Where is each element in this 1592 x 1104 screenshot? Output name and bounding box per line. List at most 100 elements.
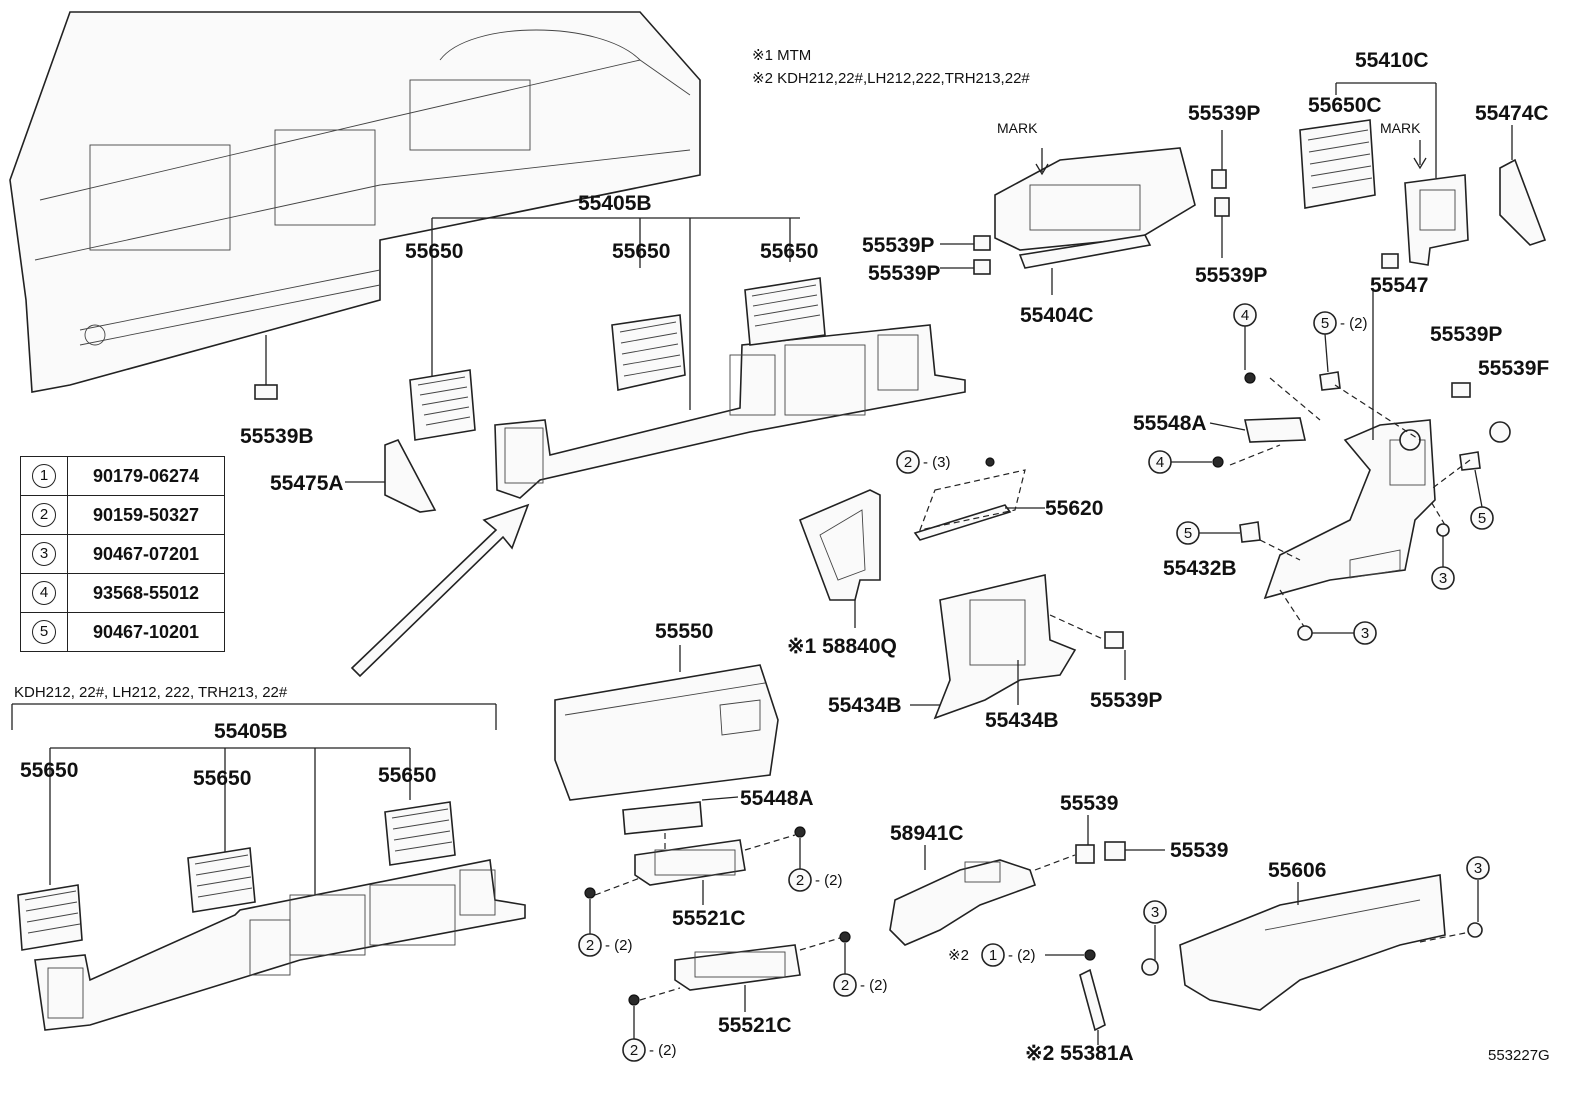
clip-5a bbox=[1319, 371, 1341, 391]
label-55650-b: 55650 bbox=[612, 240, 670, 263]
label-58941C: 58941C bbox=[890, 822, 964, 845]
diagram-id: 553227G bbox=[1488, 1047, 1550, 1064]
vent-55650-b-right bbox=[384, 801, 456, 866]
callout-qty-e: - (2) bbox=[1008, 947, 1036, 964]
switch-55539-1 bbox=[1075, 844, 1095, 864]
vent-55650-left bbox=[409, 369, 476, 441]
label-55539-2: 55539 bbox=[1170, 839, 1228, 862]
label-55539-1: 55539 bbox=[1060, 792, 1118, 815]
callout-circles: 2 - (3) 4 4 5 - (2) 5 5 3 3 3 3 2 - (2) bbox=[578, 303, 1494, 1062]
label-55550: 55550 bbox=[655, 620, 713, 643]
dashboard-frame-illustration bbox=[9, 11, 701, 400]
clip-3d bbox=[1467, 922, 1483, 938]
clip-3b bbox=[1297, 625, 1313, 641]
label-55434B-1: 55434B bbox=[828, 694, 902, 717]
center-cluster-55410C bbox=[1299, 82, 1469, 266]
callout-qty-a: - (2) bbox=[815, 872, 843, 889]
legend-symbol: 4 bbox=[32, 581, 56, 605]
part-55448A-illustration bbox=[622, 801, 703, 835]
clip-55539F bbox=[1489, 421, 1511, 443]
vent-55650-right bbox=[744, 277, 826, 346]
label-55539F: 55539F bbox=[1478, 357, 1549, 380]
label-55448A: 55448A bbox=[740, 787, 814, 810]
clip-55539P-2 bbox=[973, 259, 991, 275]
direction-arrow bbox=[350, 503, 530, 678]
label-55539B: 55539B bbox=[240, 425, 314, 448]
legend-symbol: 5 bbox=[32, 620, 56, 644]
clip-55539P-4 bbox=[1214, 197, 1230, 217]
callout-3b: 3 bbox=[1361, 625, 1369, 642]
callout-2c: 2 bbox=[841, 977, 849, 994]
screw-2c bbox=[839, 931, 851, 943]
label-55650-c: 55650 bbox=[760, 240, 818, 263]
label-55539P-4: 55539P bbox=[1195, 264, 1267, 287]
part-58840Q-illustration bbox=[798, 489, 881, 628]
note-models: ※2 KDH212,22#,LH212,222,TRH213,22# bbox=[752, 70, 1030, 87]
note-mtm: ※1 MTM bbox=[752, 47, 811, 64]
legend-part-number: 90179-06274 bbox=[67, 456, 225, 496]
callout-qty-c: - (2) bbox=[860, 977, 888, 994]
callout-3a: 3 bbox=[1439, 570, 1447, 587]
callout-2b: 2 bbox=[586, 937, 594, 954]
nut-1 bbox=[1084, 949, 1096, 961]
clip-55539P-1 bbox=[973, 235, 991, 251]
callout-2a: 2 bbox=[796, 872, 804, 889]
register-panel-bottom bbox=[17, 801, 526, 1031]
part-55474C-illustration bbox=[1499, 125, 1547, 246]
clip-3a bbox=[1436, 523, 1450, 537]
screw-2a bbox=[794, 826, 806, 838]
label-55521C-1: 55521C bbox=[672, 907, 746, 930]
clip-3c bbox=[1141, 958, 1159, 976]
label-55650-e: 55650 bbox=[193, 767, 251, 790]
callout-5c: 5 bbox=[1184, 525, 1192, 542]
legend-part-number: 90467-07201 bbox=[67, 534, 225, 574]
label-variant-title: KDH212, 22#, LH212, 222, TRH213, 22# bbox=[14, 684, 288, 701]
legend-part-number: 90159-50327 bbox=[67, 495, 225, 535]
part-labels: 55405B 55650 55650 55650 55539B 55475A M… bbox=[14, 49, 1550, 1065]
label-55381A: ※2 55381A bbox=[1025, 1042, 1134, 1065]
clip-5c bbox=[1239, 521, 1261, 543]
label-55548A: 55548A bbox=[1133, 412, 1207, 435]
vent-55650-b-left bbox=[17, 884, 83, 951]
legend-symbol: 2 bbox=[32, 503, 56, 527]
vent-55650-center bbox=[611, 314, 686, 391]
glove-box-55550 bbox=[554, 645, 779, 801]
lock-55521C-lower bbox=[639, 937, 841, 1012]
label-55650C: 55650C bbox=[1308, 94, 1382, 117]
legend-symbol: 3 bbox=[32, 542, 56, 566]
screw-4b bbox=[1212, 456, 1224, 468]
callout-3c: 3 bbox=[1151, 904, 1159, 921]
variant-bracket bbox=[11, 703, 497, 895]
callout-2d: 2 bbox=[630, 1042, 638, 1059]
callout-4b: 4 bbox=[1156, 454, 1164, 471]
part-55381A-illustration bbox=[1079, 968, 1106, 1032]
meter-hood-illustration bbox=[994, 147, 1196, 295]
label-55547: 55547 bbox=[1370, 274, 1428, 297]
label-55432B: 55432B bbox=[1163, 557, 1237, 580]
lower-panel-55432B bbox=[1263, 290, 1436, 600]
callout-qty-b: - (2) bbox=[605, 937, 633, 954]
label-55539P-3: 55539P bbox=[1188, 102, 1260, 125]
callout-4a: 4 bbox=[1241, 307, 1249, 324]
callout-1-prefix: ※2 bbox=[948, 947, 969, 964]
part-55434B-illustration bbox=[910, 574, 1106, 720]
clip-55539P-3 bbox=[1211, 169, 1227, 189]
label-55410C: 55410C bbox=[1355, 49, 1429, 72]
label-55521C-2: 55521C bbox=[718, 1014, 792, 1037]
label-55539P-6: 55539P bbox=[1090, 689, 1162, 712]
callout-5b: 5 bbox=[1478, 510, 1486, 527]
legend-row: 2 90159-50327 bbox=[20, 495, 225, 535]
label-mark-1: MARK bbox=[997, 120, 1038, 136]
clip-55539P-6 bbox=[1104, 631, 1124, 649]
label-55606: 55606 bbox=[1268, 859, 1326, 882]
screw-2b bbox=[584, 887, 596, 899]
fastener-legend: 1 90179-06274 2 90159-50327 3 90467-0720… bbox=[20, 456, 225, 652]
screw-4a bbox=[1244, 372, 1256, 384]
switch-55539-2 bbox=[1104, 841, 1126, 861]
label-55404C: 55404C bbox=[1020, 304, 1094, 327]
clip-5b bbox=[1459, 451, 1481, 471]
label-58840Q: ※1 58840Q bbox=[787, 635, 897, 658]
part-55606-illustration bbox=[1179, 874, 1471, 1011]
label-55650-f: 55650 bbox=[378, 764, 436, 787]
legend-row: 3 90467-07201 bbox=[20, 534, 225, 574]
